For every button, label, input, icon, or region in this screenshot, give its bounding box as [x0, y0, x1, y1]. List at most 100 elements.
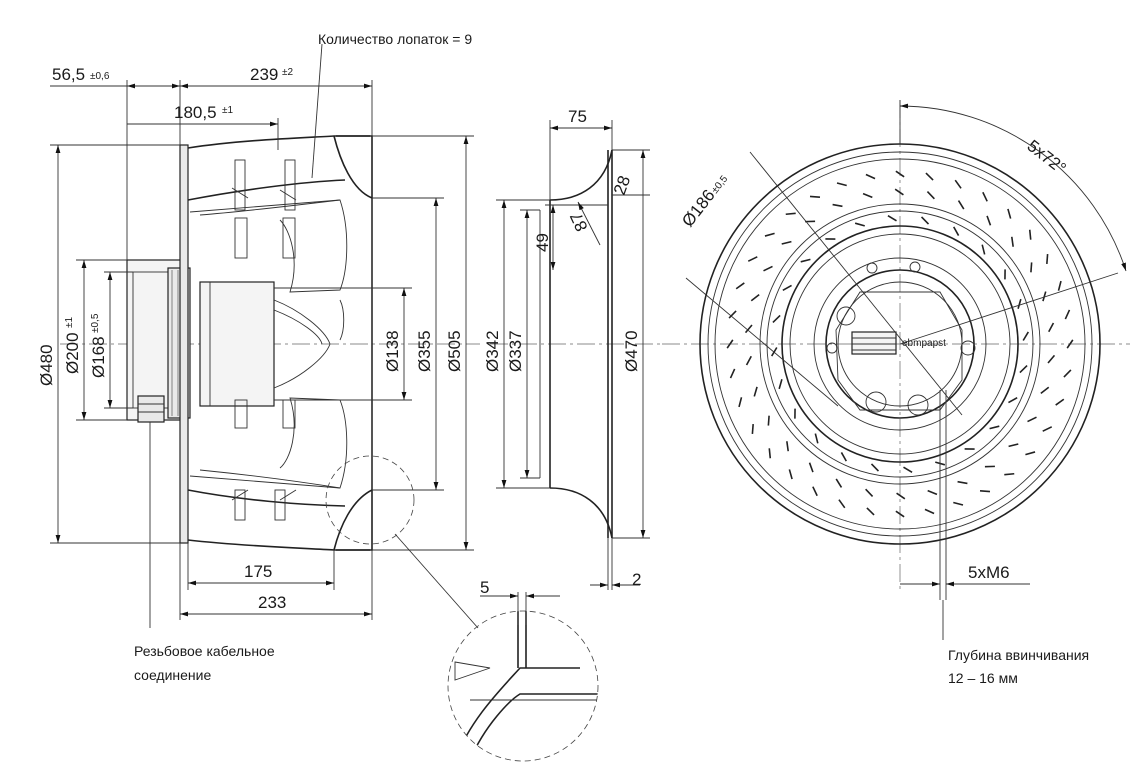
dim-56-5: 56,5 [52, 65, 85, 84]
vent-slot [953, 226, 960, 236]
vent-slot [726, 339, 734, 349]
vent-slot [781, 240, 792, 245]
vent-slot [1047, 354, 1056, 364]
vent-slot [808, 462, 814, 473]
vent-slot [1030, 262, 1033, 273]
dia-138: Ø138 [383, 330, 402, 372]
thread-label: 5xM6 [968, 563, 1010, 582]
vent-slot [729, 368, 736, 379]
vent-slot [1046, 253, 1049, 265]
vent-slot [1007, 208, 1012, 219]
tol-200: ±1 [64, 317, 75, 328]
vent-slot [870, 463, 880, 472]
vent-slot [778, 379, 783, 390]
vent-slot [1040, 386, 1050, 394]
backplate [179, 144, 189, 544]
vent-slot [1022, 331, 1030, 341]
vent-slot [895, 510, 905, 518]
vent-slot [747, 256, 758, 262]
dimension-labels: Количество лопаток = 9 56,5 ±0,6 239 ±2 … [37, 31, 1089, 686]
dim-5: 5 [480, 578, 489, 597]
vent-slot [1008, 443, 1019, 448]
cable-gland [137, 395, 165, 423]
vent-slot [785, 212, 796, 216]
dia-470: Ø470 [622, 330, 641, 372]
vent-slot [812, 486, 818, 497]
dim-2: 2 [632, 570, 641, 589]
vent-slot [1042, 426, 1053, 432]
vent-slot [953, 501, 964, 506]
vent-slot [903, 466, 913, 474]
vent-slot [1066, 339, 1074, 349]
vent-slot [809, 195, 821, 198]
vent-slot [1025, 451, 1036, 456]
detail-marker [325, 455, 415, 545]
vent-slot [840, 452, 847, 462]
dim-87: 87 [566, 209, 591, 234]
vent-slot [1019, 364, 1028, 374]
dia-337: Ø337 [506, 330, 525, 372]
vent-slot [989, 425, 1000, 430]
vent-slot [744, 324, 753, 334]
blade-count-label: Количество лопаток = 9 [318, 31, 472, 47]
brand-label: ebmpapst [902, 338, 946, 349]
dim-180-5: 180,5 [174, 103, 217, 122]
impeller-blades [199, 159, 348, 521]
vent-slot [767, 415, 770, 426]
vent-slot [1027, 416, 1037, 423]
vent-slot [788, 469, 793, 480]
vent-slot [1055, 398, 1065, 406]
vent-slot [1004, 472, 1015, 476]
dia-355: Ø355 [415, 330, 434, 372]
vent-slot [927, 489, 938, 496]
vent-slot [1028, 229, 1032, 240]
dia-200: Ø200 [63, 332, 82, 374]
vent-slot [896, 492, 906, 500]
vent-slot [835, 478, 843, 488]
vent-slot [772, 314, 781, 324]
dim-233: 233 [258, 593, 286, 612]
dim-28: 28 [610, 173, 634, 197]
vent-slot [1010, 236, 1014, 247]
vent-slot [865, 173, 876, 180]
vent-slot [768, 448, 772, 459]
dia-168: Ø168 [89, 336, 108, 378]
vent-slot [836, 182, 847, 187]
vent-slot [957, 480, 968, 485]
vent-slot [982, 191, 988, 202]
vent-slot [832, 203, 843, 208]
vent-slot [745, 355, 752, 366]
vent-slot [957, 200, 965, 210]
dia-342: Ø342 [483, 330, 502, 372]
vent-slot [979, 490, 991, 493]
tol-56-5: ±0,6 [90, 71, 110, 82]
vent-slot [838, 499, 846, 509]
vent-slot [735, 282, 745, 290]
vent-slot [866, 507, 875, 516]
vent-slot [865, 488, 874, 497]
motor-detail: ebmpapst [826, 261, 976, 416]
vent-slot [750, 294, 760, 302]
tol-239: ±2 [282, 67, 293, 78]
vent-slot [1017, 298, 1022, 309]
screw-depth-note-line2: 12 – 16 мм [948, 670, 1018, 686]
dia-186: Ø186 [678, 186, 719, 230]
vent-slot [763, 265, 773, 272]
vent-slot [800, 258, 811, 263]
vent-slot [738, 397, 743, 408]
vent-slot [1063, 369, 1072, 378]
vent-slot [1008, 397, 1018, 404]
vent-slot [925, 172, 934, 181]
dia-505: Ø505 [445, 330, 464, 372]
vent-slot [728, 310, 737, 319]
vent-slot [753, 386, 758, 397]
detail-view [447, 592, 599, 762]
cable-gland-note-line1: Резьбовое кабельное [134, 643, 275, 659]
cable-gland-note-line2: соединение [134, 667, 211, 683]
vent-slot [920, 216, 930, 225]
vent-slot [786, 441, 790, 452]
vent-slot [1057, 280, 1062, 291]
vent-slot [1064, 309, 1071, 320]
vent-slot [764, 232, 775, 237]
